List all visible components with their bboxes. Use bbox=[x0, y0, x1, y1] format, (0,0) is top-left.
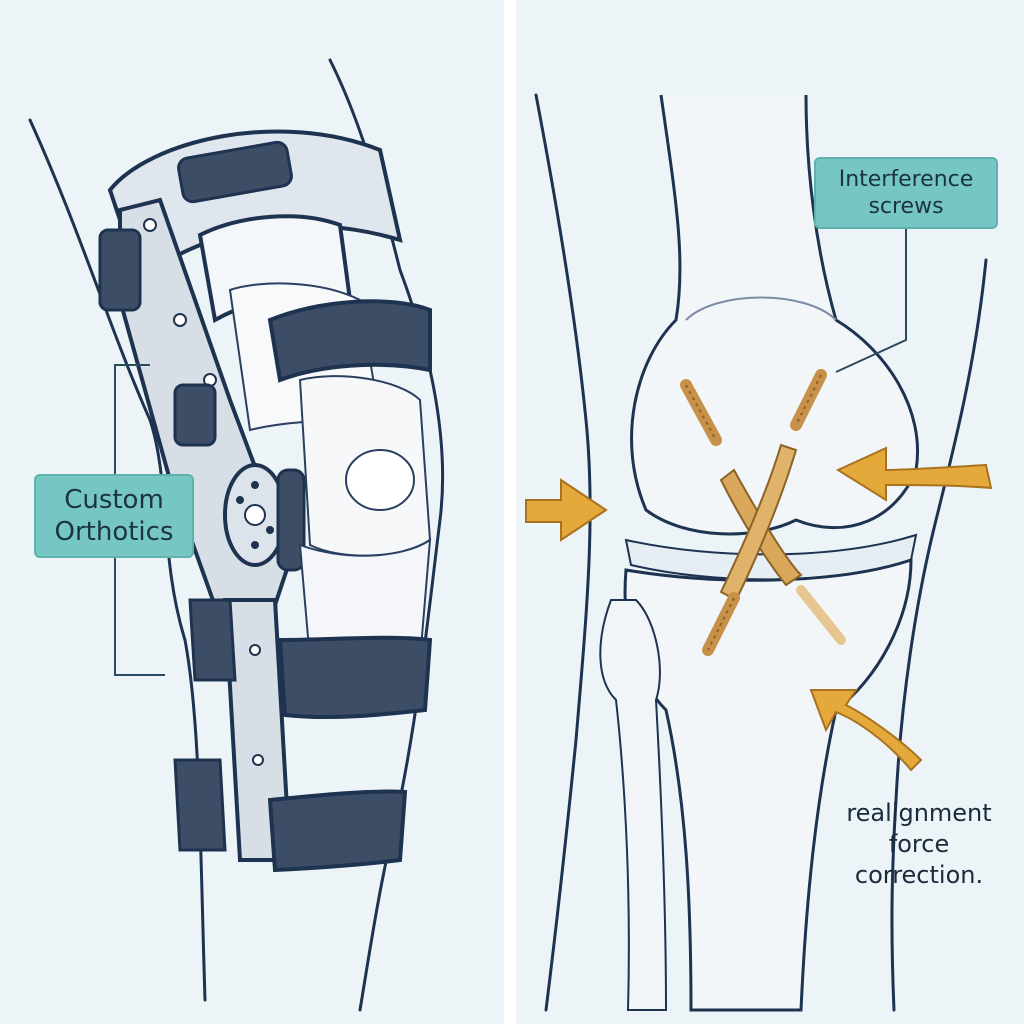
lower-strap bbox=[267, 789, 408, 873]
custom-orthotics-label: Custom Orthotics bbox=[34, 474, 194, 558]
realignment-line-2: force bbox=[888, 830, 950, 859]
realignment-arrow-right bbox=[835, 446, 993, 502]
interference-screws-line-2: screws bbox=[868, 194, 944, 219]
interference-screw-right bbox=[790, 369, 827, 431]
realignment-line-1: realignment bbox=[846, 799, 992, 827]
interference-screws-label: Interference screws bbox=[814, 157, 998, 229]
realignment-line-3: correction. bbox=[854, 861, 984, 890]
middle-strap bbox=[277, 635, 433, 720]
panel-divider bbox=[504, 0, 516, 1024]
realignment-label: realignment force correction. bbox=[824, 798, 1014, 892]
interference-screw-upper bbox=[680, 379, 722, 446]
upper-strap bbox=[267, 299, 432, 383]
realignment-arrow-lower bbox=[809, 689, 923, 772]
knee-brace-panel bbox=[0, 0, 504, 1024]
screws-leader-line bbox=[835, 228, 907, 373]
ligament-graft bbox=[719, 443, 803, 602]
knee-brace-illustration bbox=[28, 58, 445, 1012]
fibula-bone bbox=[599, 599, 668, 1011]
custom-orthotics-line-1: Custom bbox=[64, 484, 164, 515]
realignment-arrow-left bbox=[525, 478, 608, 542]
interference-screw-lower bbox=[702, 592, 740, 656]
hinge-disc bbox=[223, 463, 287, 567]
interference-screws-line-1: Interference bbox=[838, 166, 974, 192]
knee-joint-anatomy-illustration bbox=[525, 93, 993, 1012]
custom-orthotics-line-2: Orthotics bbox=[54, 517, 174, 547]
tibia-bone bbox=[623, 557, 913, 1012]
